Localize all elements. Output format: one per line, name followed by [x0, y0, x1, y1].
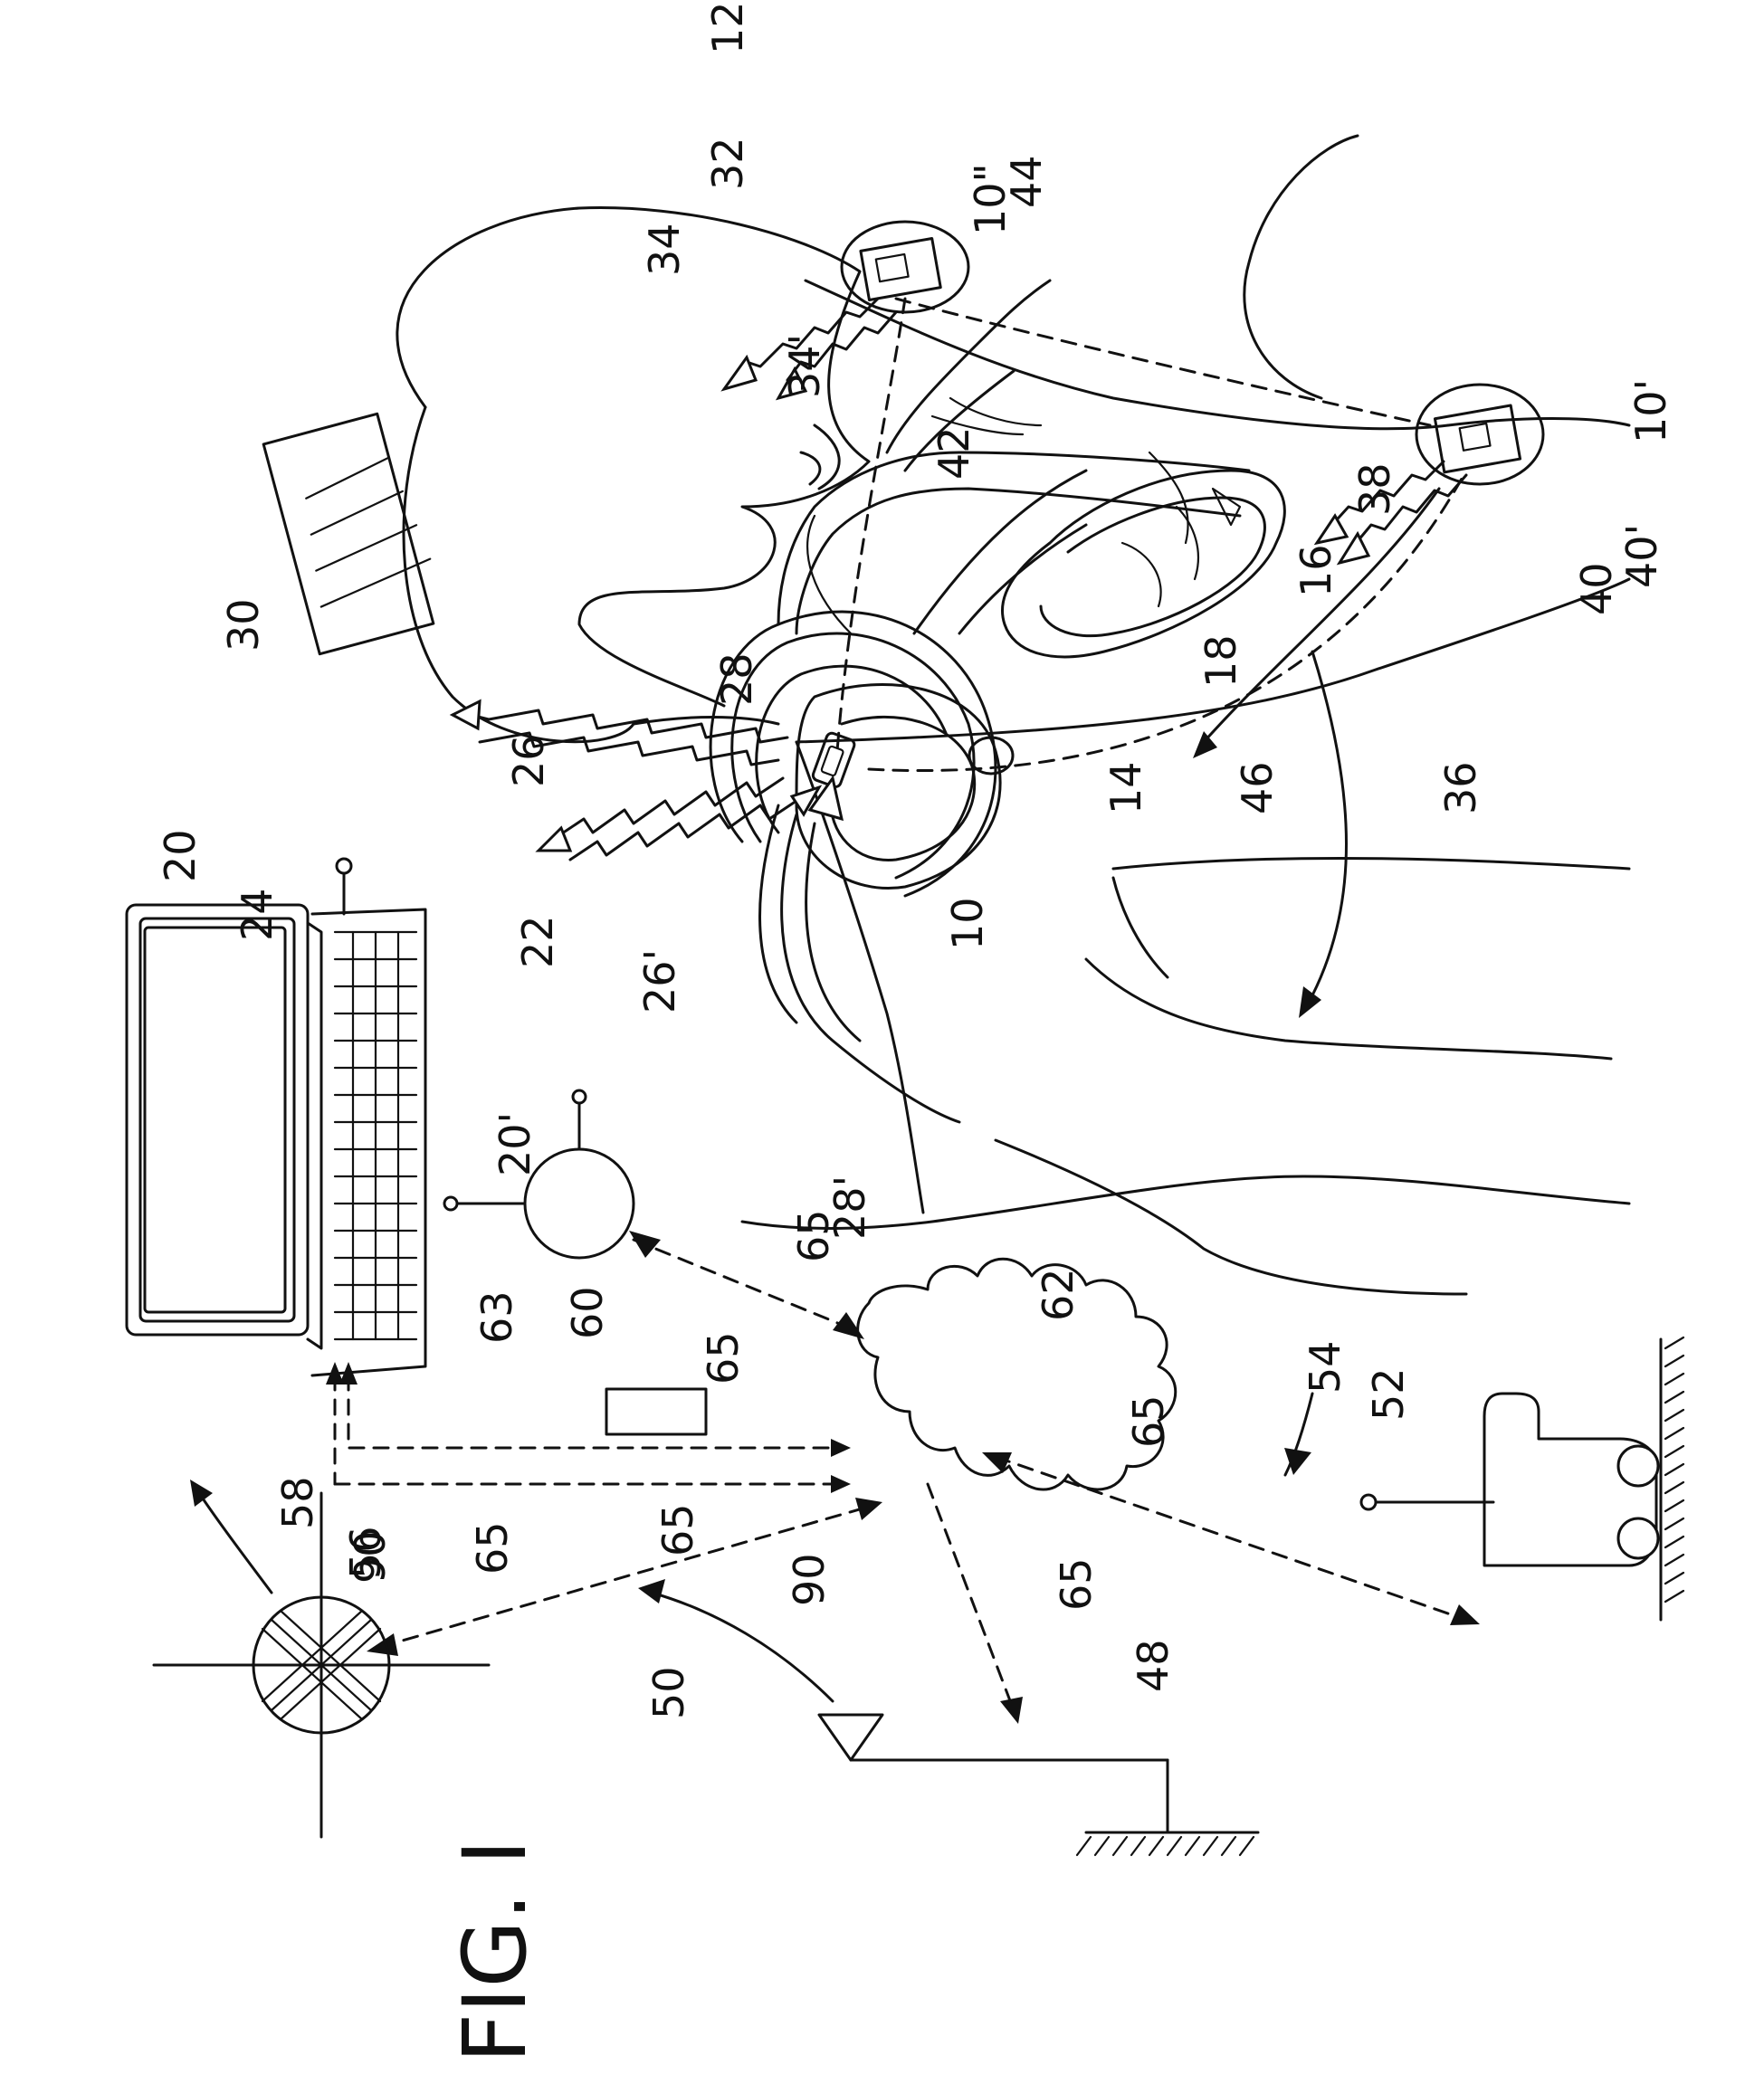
label-14: 14 — [1101, 761, 1150, 814]
label-65e: 65 — [653, 1503, 702, 1556]
lower-arc-36 — [1299, 652, 1347, 1018]
label-48: 48 — [1129, 1639, 1178, 1692]
label-65c: 65 — [1124, 1394, 1173, 1448]
label-38: 38 — [1350, 462, 1399, 516]
label-65a: 65 — [789, 1209, 838, 1262]
implant-device-10 — [810, 732, 856, 819]
label-40: 40 — [1572, 562, 1621, 615]
label-20: 20 — [156, 829, 205, 882]
label-32: 32 — [703, 137, 752, 190]
label-26: 26 — [504, 734, 553, 787]
label-24: 24 — [233, 888, 281, 941]
head-sensor-patch — [263, 414, 434, 653]
label-52: 52 — [1364, 1367, 1413, 1421]
label-62: 62 — [1034, 1268, 1082, 1321]
heart-and-vessels — [710, 281, 1284, 1122]
label-10: 10 — [943, 897, 992, 950]
network-cloud — [858, 1259, 1176, 1489]
label-22: 22 — [513, 915, 562, 968]
dashed-links — [837, 299, 1466, 771]
label-34p: 34' — [780, 334, 829, 398]
label-56: 56 — [341, 1526, 390, 1579]
label-30: 30 — [219, 598, 268, 652]
label-20p: 20' — [491, 1112, 539, 1176]
label-65d: 65 — [468, 1521, 517, 1575]
figure-label: FIG. I — [444, 1840, 546, 2063]
label-12: 12 — [703, 1, 752, 54]
relay-box — [606, 1389, 706, 1434]
label-40p: 40' — [1617, 524, 1666, 588]
label-16: 16 — [1292, 544, 1340, 597]
label-34: 34 — [640, 223, 689, 276]
label-36: 36 — [1436, 761, 1485, 814]
label-44: 44 — [1002, 155, 1051, 208]
label-58: 58 — [273, 1476, 322, 1529]
label-18: 18 — [1197, 634, 1245, 688]
label-46: 46 — [1233, 761, 1282, 814]
label-42: 42 — [930, 426, 978, 480]
label-63: 63 — [472, 1290, 521, 1344]
antenna-tower — [638, 1579, 1258, 1855]
satellite — [154, 1480, 489, 1837]
label-50: 50 — [644, 1666, 693, 1719]
label-54: 54 — [1301, 1340, 1349, 1394]
label-65b: 65 — [699, 1331, 748, 1385]
label-65f: 65 — [1052, 1557, 1101, 1611]
label-26p: 26' — [635, 949, 684, 1013]
label-28: 28 — [712, 652, 761, 706]
label-10p: 10' — [1626, 379, 1675, 443]
label-90b: 90 — [785, 1553, 834, 1606]
label-60: 60 — [563, 1286, 612, 1339]
